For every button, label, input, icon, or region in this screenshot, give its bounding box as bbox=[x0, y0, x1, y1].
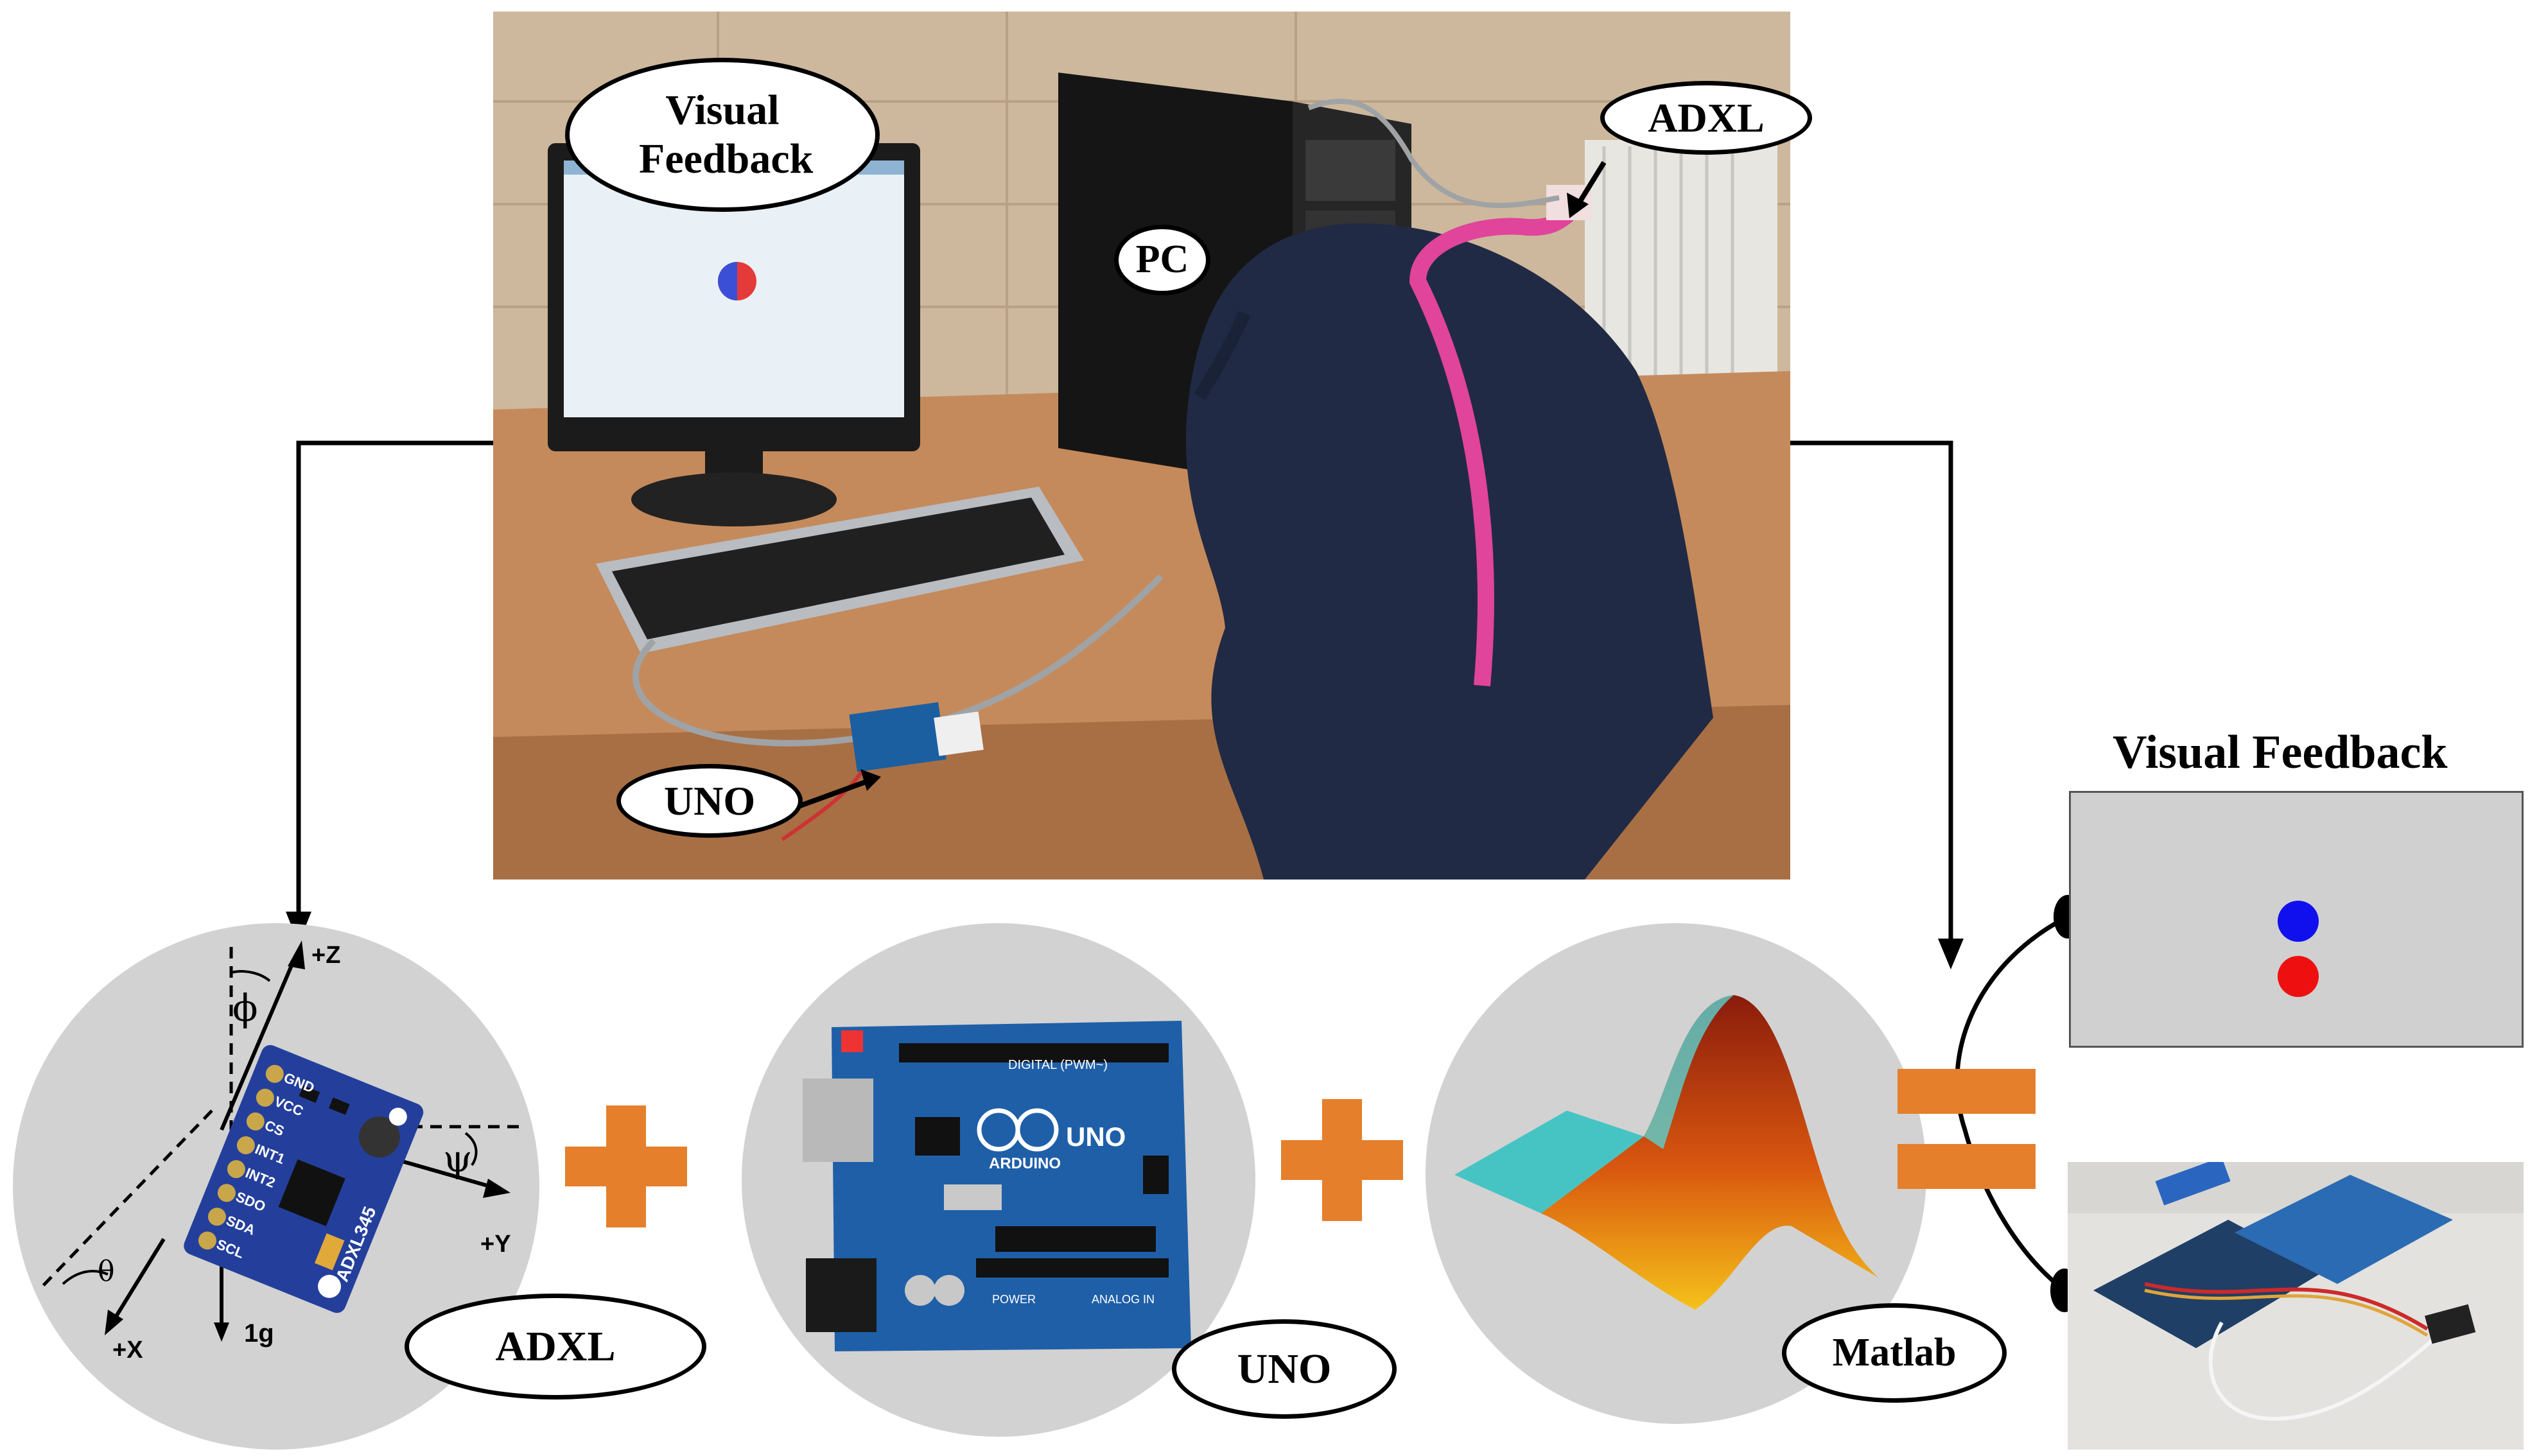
pc-label: PC bbox=[1114, 225, 1210, 295]
uno-bottom-label: UNO bbox=[1172, 1319, 1397, 1419]
adxl-bottom-label: ADXL bbox=[405, 1294, 706, 1400]
hardware-photo bbox=[2068, 1162, 2524, 1450]
pc-text: PC bbox=[1135, 238, 1189, 282]
red-cursor-dot bbox=[2278, 956, 2319, 997]
visual-feedback-photo-label: Visual Feedback bbox=[565, 58, 880, 212]
uno-photo-label: UNO bbox=[616, 764, 803, 838]
adxl-bottom-text: ADXL bbox=[495, 1322, 616, 1370]
visual-feedback-title: Visual Feedback bbox=[2113, 726, 2448, 779]
uno-bottom-text: UNO bbox=[1237, 1345, 1332, 1392]
visual-feedback-photo-text: Visual Feedback bbox=[639, 87, 814, 182]
matlab-label: Matlab bbox=[1782, 1303, 2007, 1403]
hardware-photo-scene bbox=[2068, 1162, 2524, 1450]
visual-feedback-panel bbox=[2069, 791, 2524, 1048]
adxl-photo-label: ADXL bbox=[1600, 81, 1812, 155]
matlab-text: Matlab bbox=[1832, 1330, 1957, 1374]
adxl-photo-text: ADXL bbox=[1648, 94, 1765, 141]
uno-photo-text: UNO bbox=[663, 777, 756, 824]
blue-target-dot bbox=[2278, 901, 2319, 942]
